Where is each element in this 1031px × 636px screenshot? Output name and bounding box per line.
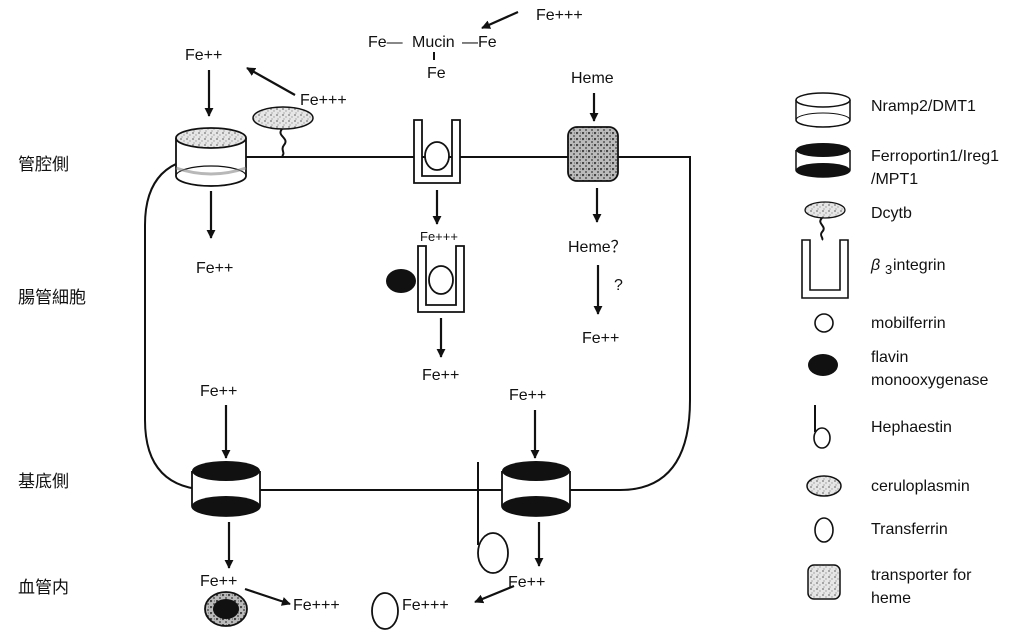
legend-label-heme-transporter: transporter for	[871, 567, 972, 584]
arrow-fe2-to-fe3-transferrin	[475, 586, 514, 602]
legend-icon-nramp2-dmt1	[796, 93, 850, 127]
label-fe2-blood-left: Fe++	[200, 573, 237, 590]
legend-label-beta3-text: integrin	[893, 257, 945, 274]
label-heme-inside: Heme？	[568, 239, 627, 256]
legend-label-flavin: flavin	[871, 349, 908, 366]
legend-label-nramp2-dmt1: Nramp2/DMT1	[871, 98, 976, 115]
dcytb-icon	[253, 107, 313, 156]
label-fe2-blood-right: Fe++	[508, 574, 545, 591]
legend-icon-mobilferrin	[815, 314, 833, 332]
nramp2-dmt1-icon	[176, 128, 246, 186]
legend-label-hephaestin: Hephaestin	[871, 419, 952, 436]
label-fe3-integrin: Fe+++	[420, 229, 458, 244]
legend-icon-transferrin	[815, 518, 833, 542]
beta3-integrin-membrane	[414, 120, 460, 183]
beta3-integrin-cytosol	[386, 246, 464, 312]
region-label-blood: 血管内	[18, 578, 69, 597]
legend-label-transferrin: Transferrin	[871, 521, 948, 538]
label-fe2-inside-right: Fe++	[582, 330, 619, 347]
legend-icon-flavin-monooxygenase	[808, 354, 838, 376]
legend-label-beta3-sub: 3	[885, 262, 892, 277]
label-fe3-blood-mid: Fe+++	[293, 597, 340, 614]
ferroportin-left	[192, 461, 260, 516]
region-label-lumen: 管腔側	[18, 155, 69, 174]
mobilferrin-membrane	[425, 142, 449, 170]
legend-label-flavin-2: monooxygenase	[871, 372, 989, 389]
label-fe-mucin-right: —Fe	[462, 34, 497, 51]
legend-icon-beta3-integrin	[802, 240, 848, 298]
ferroportin-right	[502, 461, 570, 516]
flavin-monooxygenase-cytosol	[386, 269, 416, 293]
legend-label-ferroportin: Ferroportin1/Ireg1	[871, 148, 999, 165]
legend-label-heme-transporter-2: heme	[871, 590, 911, 607]
legend: Nramp2/DMT1 Ferroportin1/Ireg1 /MPT1 Dcy…	[796, 93, 999, 607]
label-question: ?	[614, 277, 623, 294]
label-fe3-dcytb: Fe+++	[300, 92, 347, 109]
legend-label-ceruloplasmin: ceruloplasmin	[871, 478, 970, 495]
label-fe2-inside-mid: Fe++	[422, 367, 459, 384]
legend-icon-hephaestin	[814, 405, 830, 448]
legend-label-beta3-integrin: β	[870, 257, 880, 274]
arrow-fe3-to-fe2	[247, 68, 295, 95]
label-fe-mucin-left: Fe—	[368, 34, 403, 51]
label-fe-mucin-below: Fe	[427, 65, 446, 82]
heme-transporter-membrane	[568, 127, 618, 181]
legend-label-dcytb: Dcytb	[871, 205, 912, 222]
label-fe2-baso-right: Fe++	[509, 387, 546, 404]
legend-label-mobilferrin: mobilferrin	[871, 315, 946, 332]
label-heme-lumen: Heme	[571, 70, 614, 87]
mobilferrin-cytosol	[429, 266, 453, 294]
label-fe2-inside-left: Fe++	[196, 260, 233, 277]
region-label-enterocyte: 腸管細胞	[18, 288, 86, 307]
transferrin-blood	[372, 593, 398, 629]
legend-icon-dcytb	[805, 202, 845, 240]
label-fe3-blood-transferrin: Fe+++	[402, 597, 449, 614]
label-fe3-top: Fe+++	[536, 7, 583, 24]
label-mucin: Mucin	[412, 34, 455, 51]
legend-icon-heme-transporter	[808, 565, 840, 599]
legend-icon-ferroportin	[796, 143, 850, 177]
label-fe2-baso-left: Fe++	[200, 383, 237, 400]
region-label-basolateral: 基底側	[18, 472, 69, 491]
ceruloplasmin-blood	[205, 592, 247, 626]
arrow-fe3-to-mucin	[482, 12, 518, 28]
legend-icon-ceruloplasmin	[807, 476, 841, 496]
arrow-fe2-to-fe3-blood	[245, 589, 290, 604]
legend-label-ferroportin-2: /MPT1	[871, 171, 918, 188]
label-fe2-lumen: Fe++	[185, 47, 222, 64]
